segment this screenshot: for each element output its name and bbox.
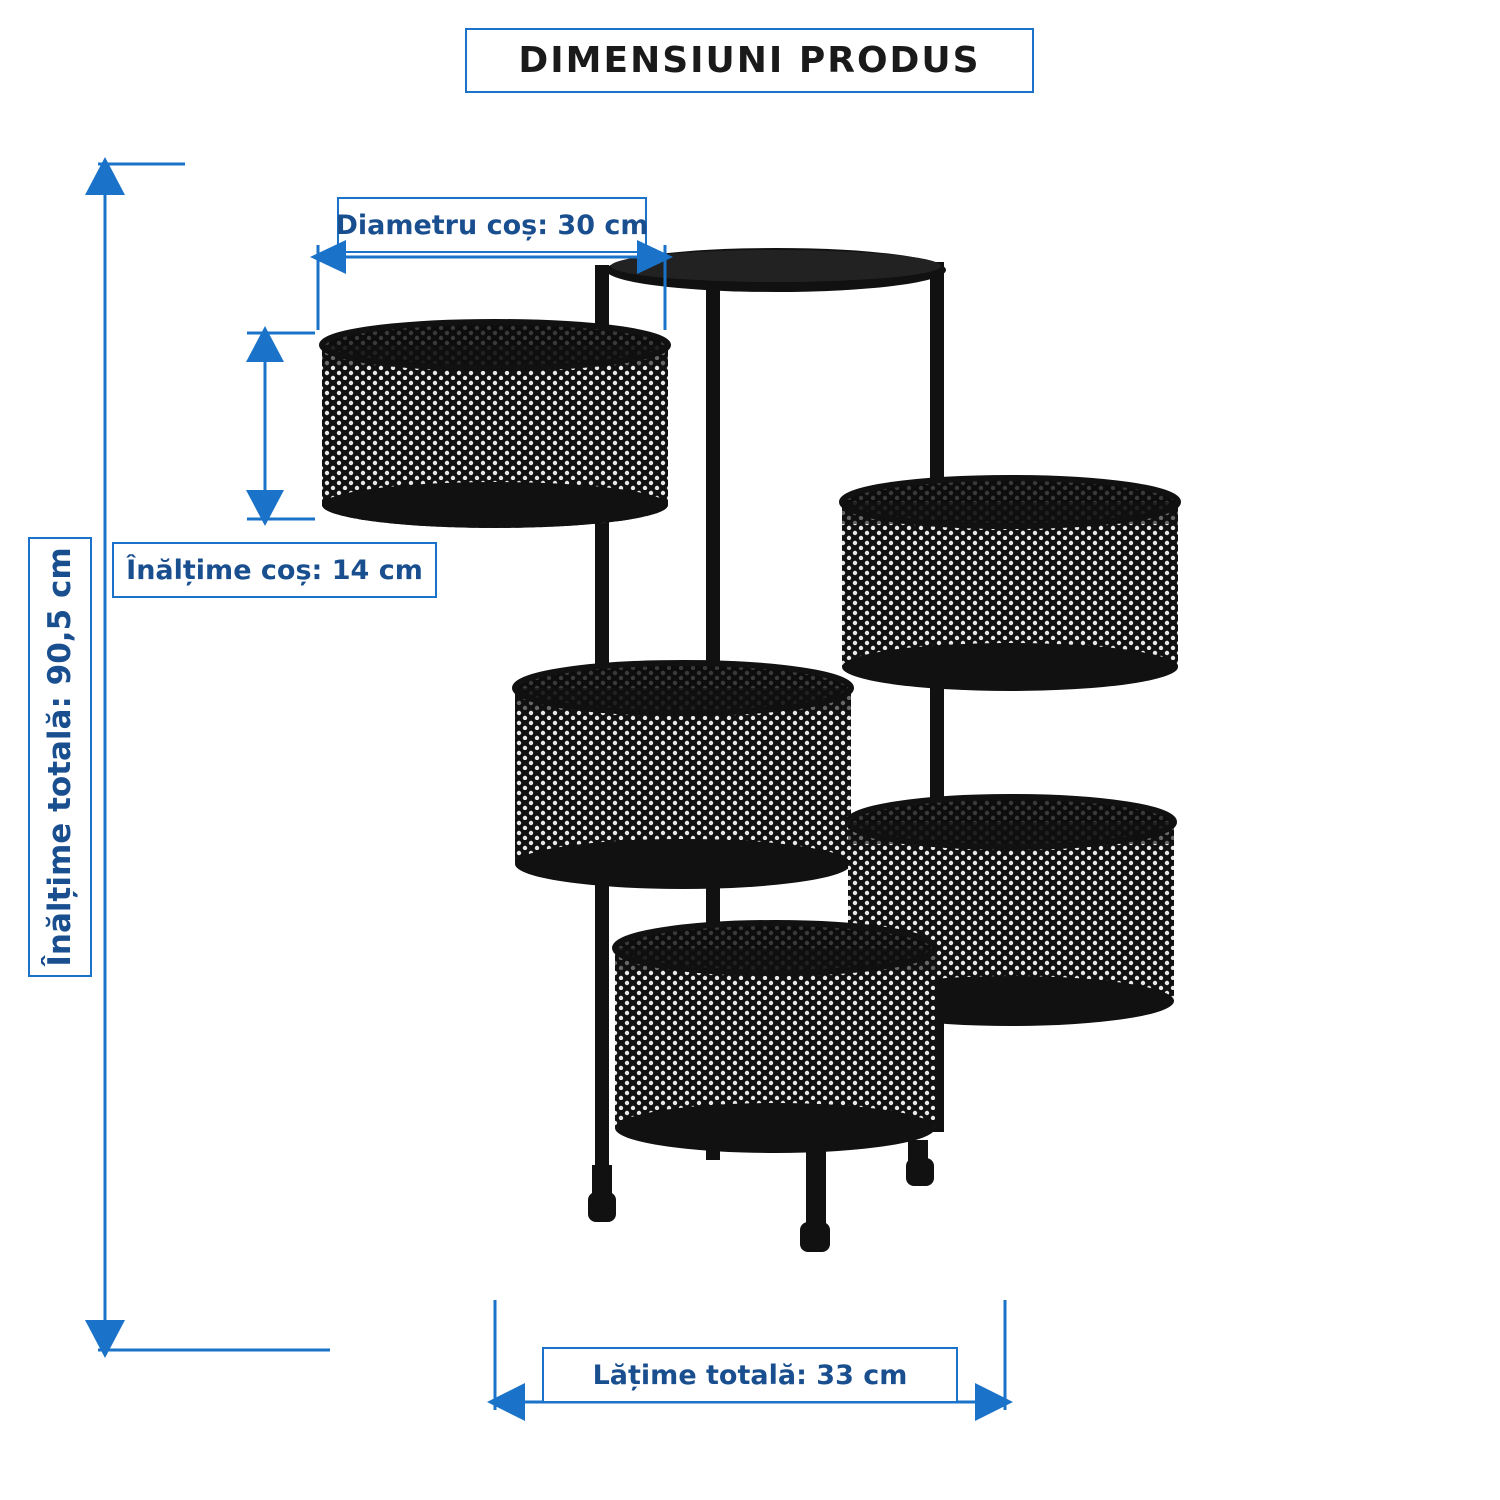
rack-product [319, 248, 1181, 1252]
basket-diameter-label: Diametru coș: 30 cm [335, 197, 649, 253]
arrow-right-icon [975, 1383, 1013, 1421]
basket-3 [512, 660, 854, 889]
arrow-up-icon [85, 157, 125, 195]
arrow-down-icon [246, 490, 284, 526]
arrow-up-icon [246, 326, 284, 362]
basket-1 [319, 319, 671, 528]
rack-wheels [588, 1140, 934, 1252]
basket-5 [612, 920, 938, 1153]
total-width-label: Lățime totală: 33 cm [542, 1347, 958, 1403]
total-height-label: Înălțime totală: 90,5 cm [28, 537, 92, 977]
arrow-down-icon [85, 1320, 125, 1358]
arrow-left-icon [487, 1383, 525, 1421]
total-height-text: Înălțime totală: 90,5 cm [42, 547, 78, 967]
page-title: DIMENSIUNI PRODUS [465, 28, 1034, 93]
basket-2 [839, 475, 1181, 691]
basket-height-label: Înălțime coș: 14 cm [112, 542, 437, 598]
